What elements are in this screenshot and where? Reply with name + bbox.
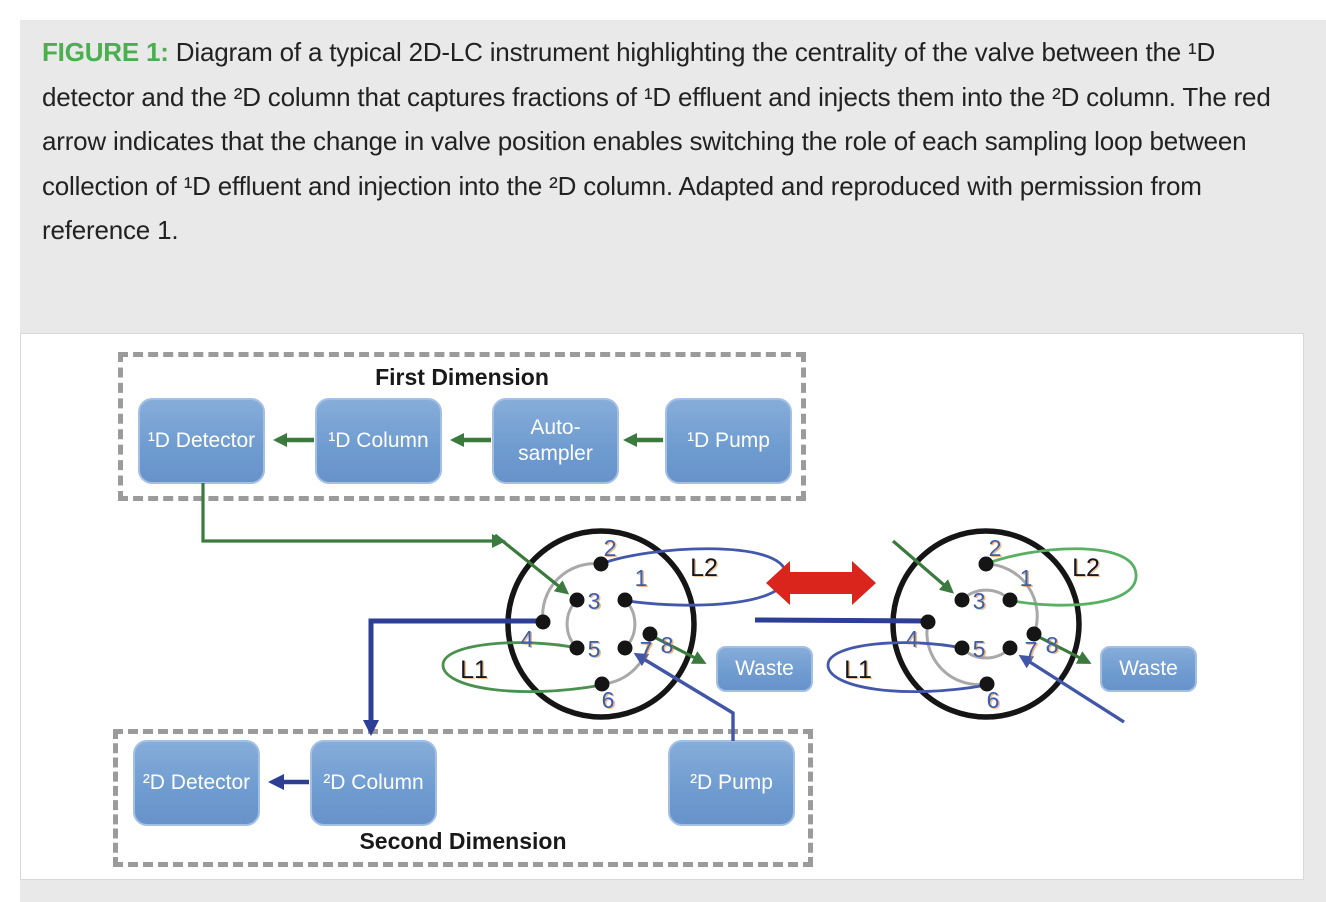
box-2d-detector: ²D Detector xyxy=(133,740,260,826)
box-2d-column: ²D Column xyxy=(310,740,437,826)
box-1d-pump: ¹D Pump xyxy=(665,398,792,484)
first-dimension-title: First Dimension xyxy=(375,364,549,390)
box-1d-column: ¹D Column xyxy=(315,398,442,484)
figure-caption-text: Diagram of a typical 2D-LC instrument hi… xyxy=(42,37,1271,245)
waste-box-right: Waste xyxy=(1100,646,1197,692)
second-dimension-title: Second Dimension xyxy=(359,828,567,854)
box-1d-detector: ¹D Detector xyxy=(138,398,265,484)
second-dimension-group: Second Dimension xyxy=(113,729,813,867)
box-autosampler: Auto-sampler xyxy=(492,398,619,484)
box-2d-pump: ²D Pump xyxy=(668,740,795,826)
waste-box-left: Waste xyxy=(716,646,813,692)
figure-caption: FIGURE 1: Diagram of a typical 2D-LC ins… xyxy=(42,30,1292,253)
figure-number-label: FIGURE 1: xyxy=(42,37,169,67)
